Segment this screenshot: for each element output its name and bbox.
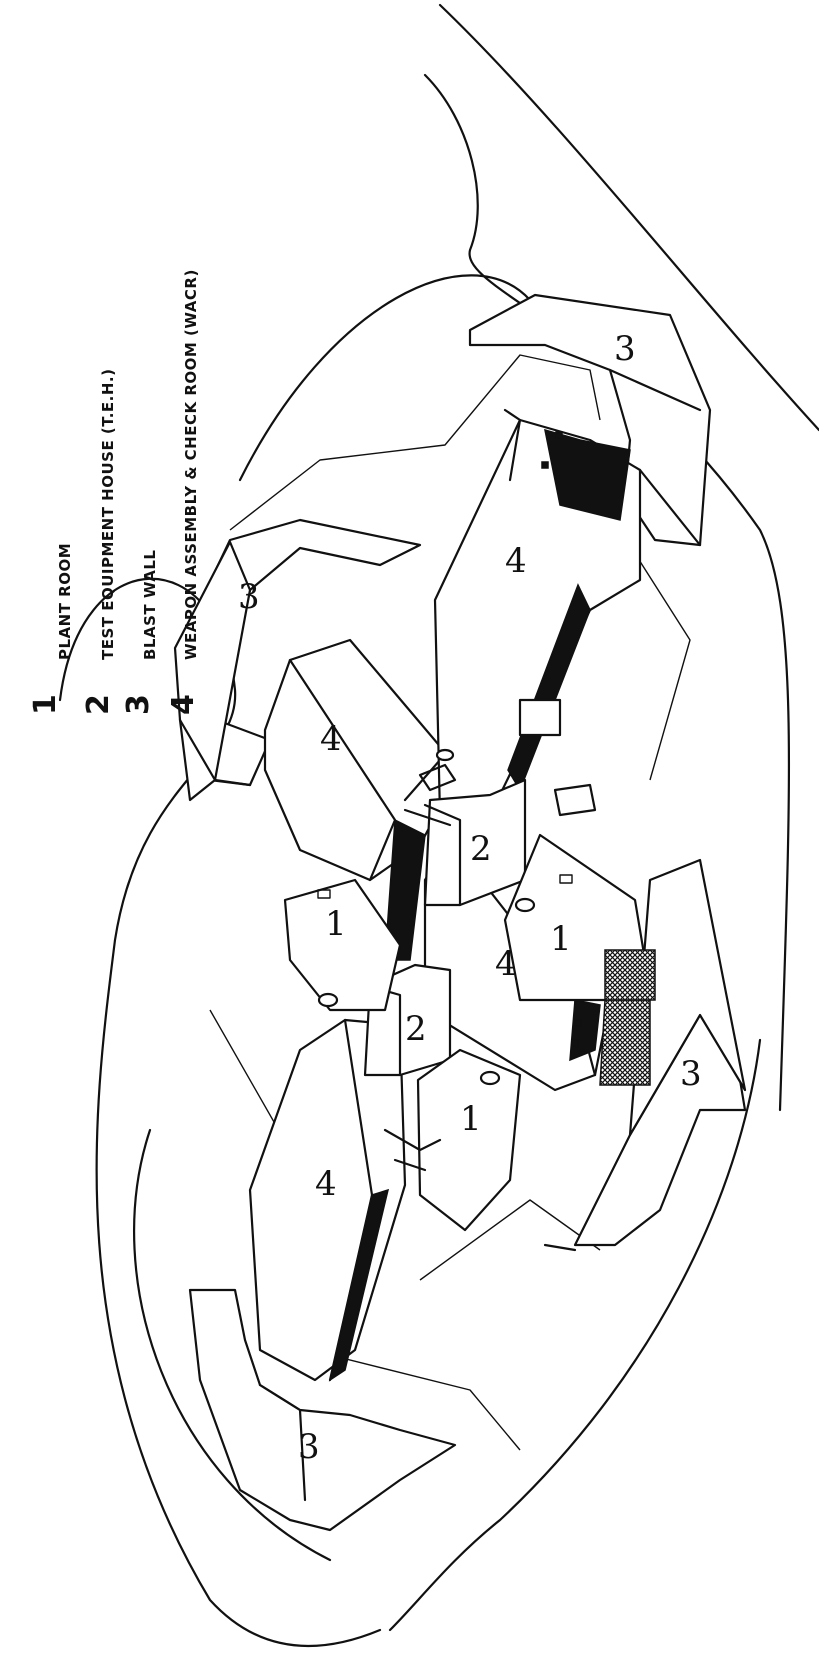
svg-text:3: 3 bbox=[121, 694, 156, 715]
legend-item-1: 1 PLANT ROOM bbox=[28, 543, 74, 715]
teh-building-right: 2 bbox=[423, 778, 527, 907]
legend-label: PLANT ROOM bbox=[56, 543, 74, 660]
legend-label: BLAST WALL bbox=[141, 550, 159, 660]
legend-label: WEAPON ASSEMBLY & CHECK ROOM (WACR) bbox=[182, 269, 200, 660]
wacr-building-lower-left: 4 bbox=[248, 1018, 407, 1382]
callout-blast-wall: 3 bbox=[614, 329, 636, 369]
callout-plant-room: 1 bbox=[325, 904, 347, 944]
svg-text:4: 4 bbox=[166, 694, 201, 715]
callout-blast-wall: 3 bbox=[680, 1054, 702, 1094]
callout-blast-wall: 3 bbox=[298, 1427, 320, 1467]
platform-outline bbox=[209, 354, 691, 1451]
plant-room-lower: 1 bbox=[416, 1048, 522, 1232]
terrain-outline bbox=[58, 3, 819, 1648]
svg-text:2: 2 bbox=[81, 694, 116, 715]
legend-item-3: 3 BLAST WALL bbox=[121, 550, 159, 715]
callout-plant-room: 1 bbox=[550, 919, 572, 959]
legend-item-2: 2 TEST EQUIPMENT HOUSE (T.E.H.) bbox=[81, 369, 117, 716]
wacr-building-upper-left: 4 bbox=[263, 638, 462, 961]
callout-plant-room: 1 bbox=[460, 1099, 482, 1139]
plant-room-upper: 1 bbox=[283, 878, 402, 1012]
callout-wacr: 4 bbox=[505, 541, 527, 581]
blast-wall-top-right: 3 bbox=[468, 293, 712, 547]
callout-teh: 2 bbox=[405, 1009, 427, 1049]
svg-text:1: 1 bbox=[28, 694, 63, 715]
legend-item-4: 4 WEAPON ASSEMBLY & CHECK ROOM (WACR) bbox=[166, 269, 201, 715]
connector-structures bbox=[383, 698, 597, 1172]
blast-wall-top-left: 3 bbox=[173, 518, 422, 802]
blast-wall-bottom-right: 3 bbox=[543, 858, 747, 1252]
blast-wall-bottom-left: 3 bbox=[188, 1288, 457, 1532]
plant-room-right: 1 bbox=[503, 833, 656, 1002]
callout-wacr: 4 bbox=[320, 719, 342, 759]
callout-wacr: 4 bbox=[315, 1164, 337, 1204]
callout-teh: 2 bbox=[470, 829, 492, 869]
callout-blast-wall: 3 bbox=[238, 577, 260, 617]
wacr-building-upper-right: 4 bbox=[433, 408, 642, 817]
legend: 1 PLANT ROOM 2 TEST EQUIPMENT HOUSE (T.E… bbox=[28, 269, 201, 715]
legend-label: TEST EQUIPMENT HOUSE (T.E.H.) bbox=[99, 369, 117, 661]
